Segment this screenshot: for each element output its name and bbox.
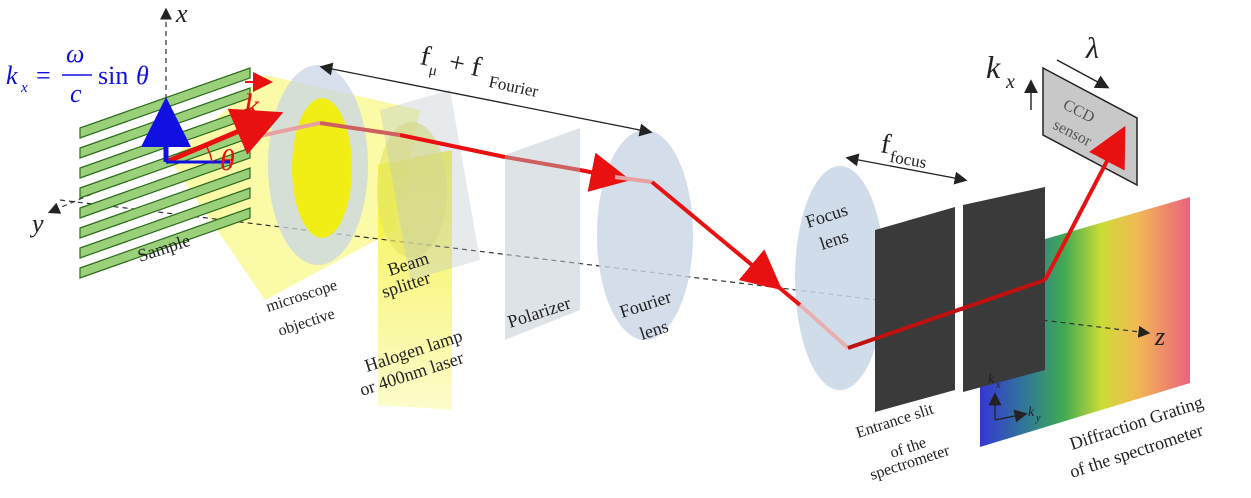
svg-text:k: k [988,372,995,387]
svg-text:μ: μ [427,62,438,79]
svg-text:focus: focus [888,147,928,172]
polarizer [505,128,580,340]
k-vector [165,108,284,165]
svg-text:Fourier: Fourier [487,72,540,101]
grating-ky-label: k y [1028,405,1041,424]
ccd-kx-label: k x [986,49,1015,93]
kx-equation: k x = ω c sin θ [6,39,149,108]
svg-text:k: k [986,49,1001,85]
z-axis-label: z [1154,322,1165,351]
svg-text:x: x [1005,71,1015,93]
svg-text:c: c [70,79,82,108]
fmu-fourier-label: f μ + f Fourier [418,40,541,101]
x-axis-label: x [175,0,188,28]
beam-splitter [377,122,447,258]
y-axis-label: y [29,209,44,238]
focus-lens [795,166,885,390]
svg-text:θ: θ [136,61,149,90]
entrance-slit-right [963,187,1045,392]
dim-fmu-fourier [319,62,653,137]
svg-text:=: = [36,61,51,90]
svg-text:k: k [1028,405,1035,420]
entrance-slit-left [875,207,955,412]
svg-text:sin: sin [98,61,128,90]
dim-ffocus [845,153,968,185]
theta-label: θ [220,144,235,177]
theta-arc [204,143,213,163]
microscope-label-2: objective [276,306,337,340]
svg-text:y: y [1035,413,1041,424]
svg-text:+ f: + f [439,45,484,84]
slit-label-1: Entrance slit [854,401,936,442]
svg-text:k: k [6,61,18,90]
ccd-lambda-arrow [1056,59,1110,89]
svg-text:ω: ω [66,39,84,68]
k-vector-label: k [244,88,260,125]
svg-text:x: x [995,380,1001,391]
objective-yellow-core [292,98,352,238]
svg-text:x: x [20,80,28,96]
grating-ky-arrow [994,409,1028,423]
grating-kx-label: k x [988,372,1001,391]
ccd-lambda-label: λ [1085,32,1099,65]
